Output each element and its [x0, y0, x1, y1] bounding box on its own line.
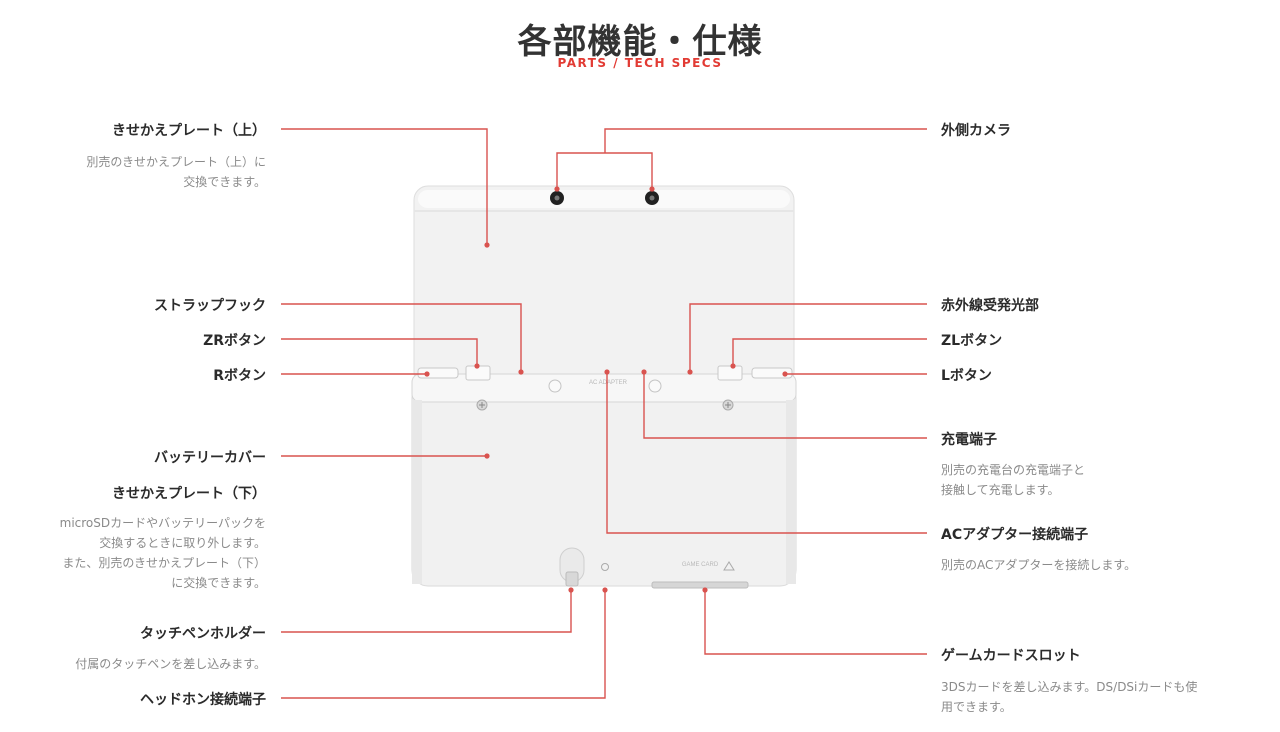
zl-button-shape — [717, 365, 743, 381]
l-button-shape — [751, 367, 793, 379]
desc-faceplate-bottom: microSDカードやバッテリーパックを 交換するときに取り外します。 また、別… — [59, 516, 266, 590]
desc-stylus-holder: 付属のタッチペンを差し込みます。 — [75, 657, 266, 671]
device-back-illustration: AC ADAPTER GAME CARD — [411, 185, 797, 589]
line-charging — [643, 372, 927, 439]
label-zl-button: ZLボタン — [941, 333, 1003, 349]
label-l-button: Lボタン — [941, 368, 992, 384]
leader-lines — [281, 128, 927, 699]
desc-ac-adapter-terminal: 別売のACアダプターを接続します。 — [941, 558, 1137, 572]
page-title: 各部機能・仕様 — [517, 22, 763, 62]
line-zl — [732, 338, 927, 366]
label-ac-adapter-terminal: ACアダプター接続端子 — [941, 527, 1089, 543]
r-button-shape — [417, 367, 459, 379]
label-outer-camera: 外側カメラ — [941, 123, 1011, 139]
line-ac-adapter — [606, 372, 927, 534]
label-faceplate-bottom: きせかえプレート（下） — [112, 486, 266, 502]
device-print-ac: AC ADAPTER — [589, 380, 628, 386]
desc-game-card-slot: 3DSカードを差し込みます。DS/DSiカードも使 用できます。 — [941, 680, 1198, 714]
line-strap-hook — [281, 303, 522, 372]
line-camera-branch — [556, 152, 653, 189]
label-battery-cover: バッテリーカバー — [154, 450, 266, 466]
line-camera-trunk — [604, 128, 927, 153]
desc-charging-terminal: 別売の充電台の充電端子と 接触して充電します。 — [941, 463, 1086, 497]
label-stylus-holder: タッチペンホルダー — [140, 626, 266, 642]
device-print-card: GAME CARD — [682, 562, 719, 568]
line-stylus — [281, 590, 572, 633]
line-game-card — [704, 590, 927, 655]
label-strap-hook: ストラップフック — [154, 298, 266, 314]
line-ir — [689, 303, 927, 372]
label-game-card-slot: ゲームカードスロット — [941, 648, 1081, 664]
leader-dots — [424, 186, 788, 593]
label-r-button: Rボタン — [213, 368, 266, 384]
desc-faceplate-top: 別売のきせかえプレート（上）に 交換できます。 — [86, 155, 266, 189]
line-headphone — [281, 590, 606, 699]
label-headphone-jack: ヘッドホン接続端子 — [140, 692, 266, 708]
label-faceplate-top: きせかえプレート（上） — [112, 123, 266, 139]
label-ir-port: 赤外線受発光部 — [941, 298, 1039, 314]
label-charging-terminal: 充電端子 — [941, 432, 997, 448]
label-zr-button: ZRボタン — [203, 333, 266, 349]
line-zr — [281, 338, 478, 366]
page-subtitle: PARTS / TECH SPECS — [557, 56, 723, 70]
line-faceplate-top — [281, 128, 488, 245]
